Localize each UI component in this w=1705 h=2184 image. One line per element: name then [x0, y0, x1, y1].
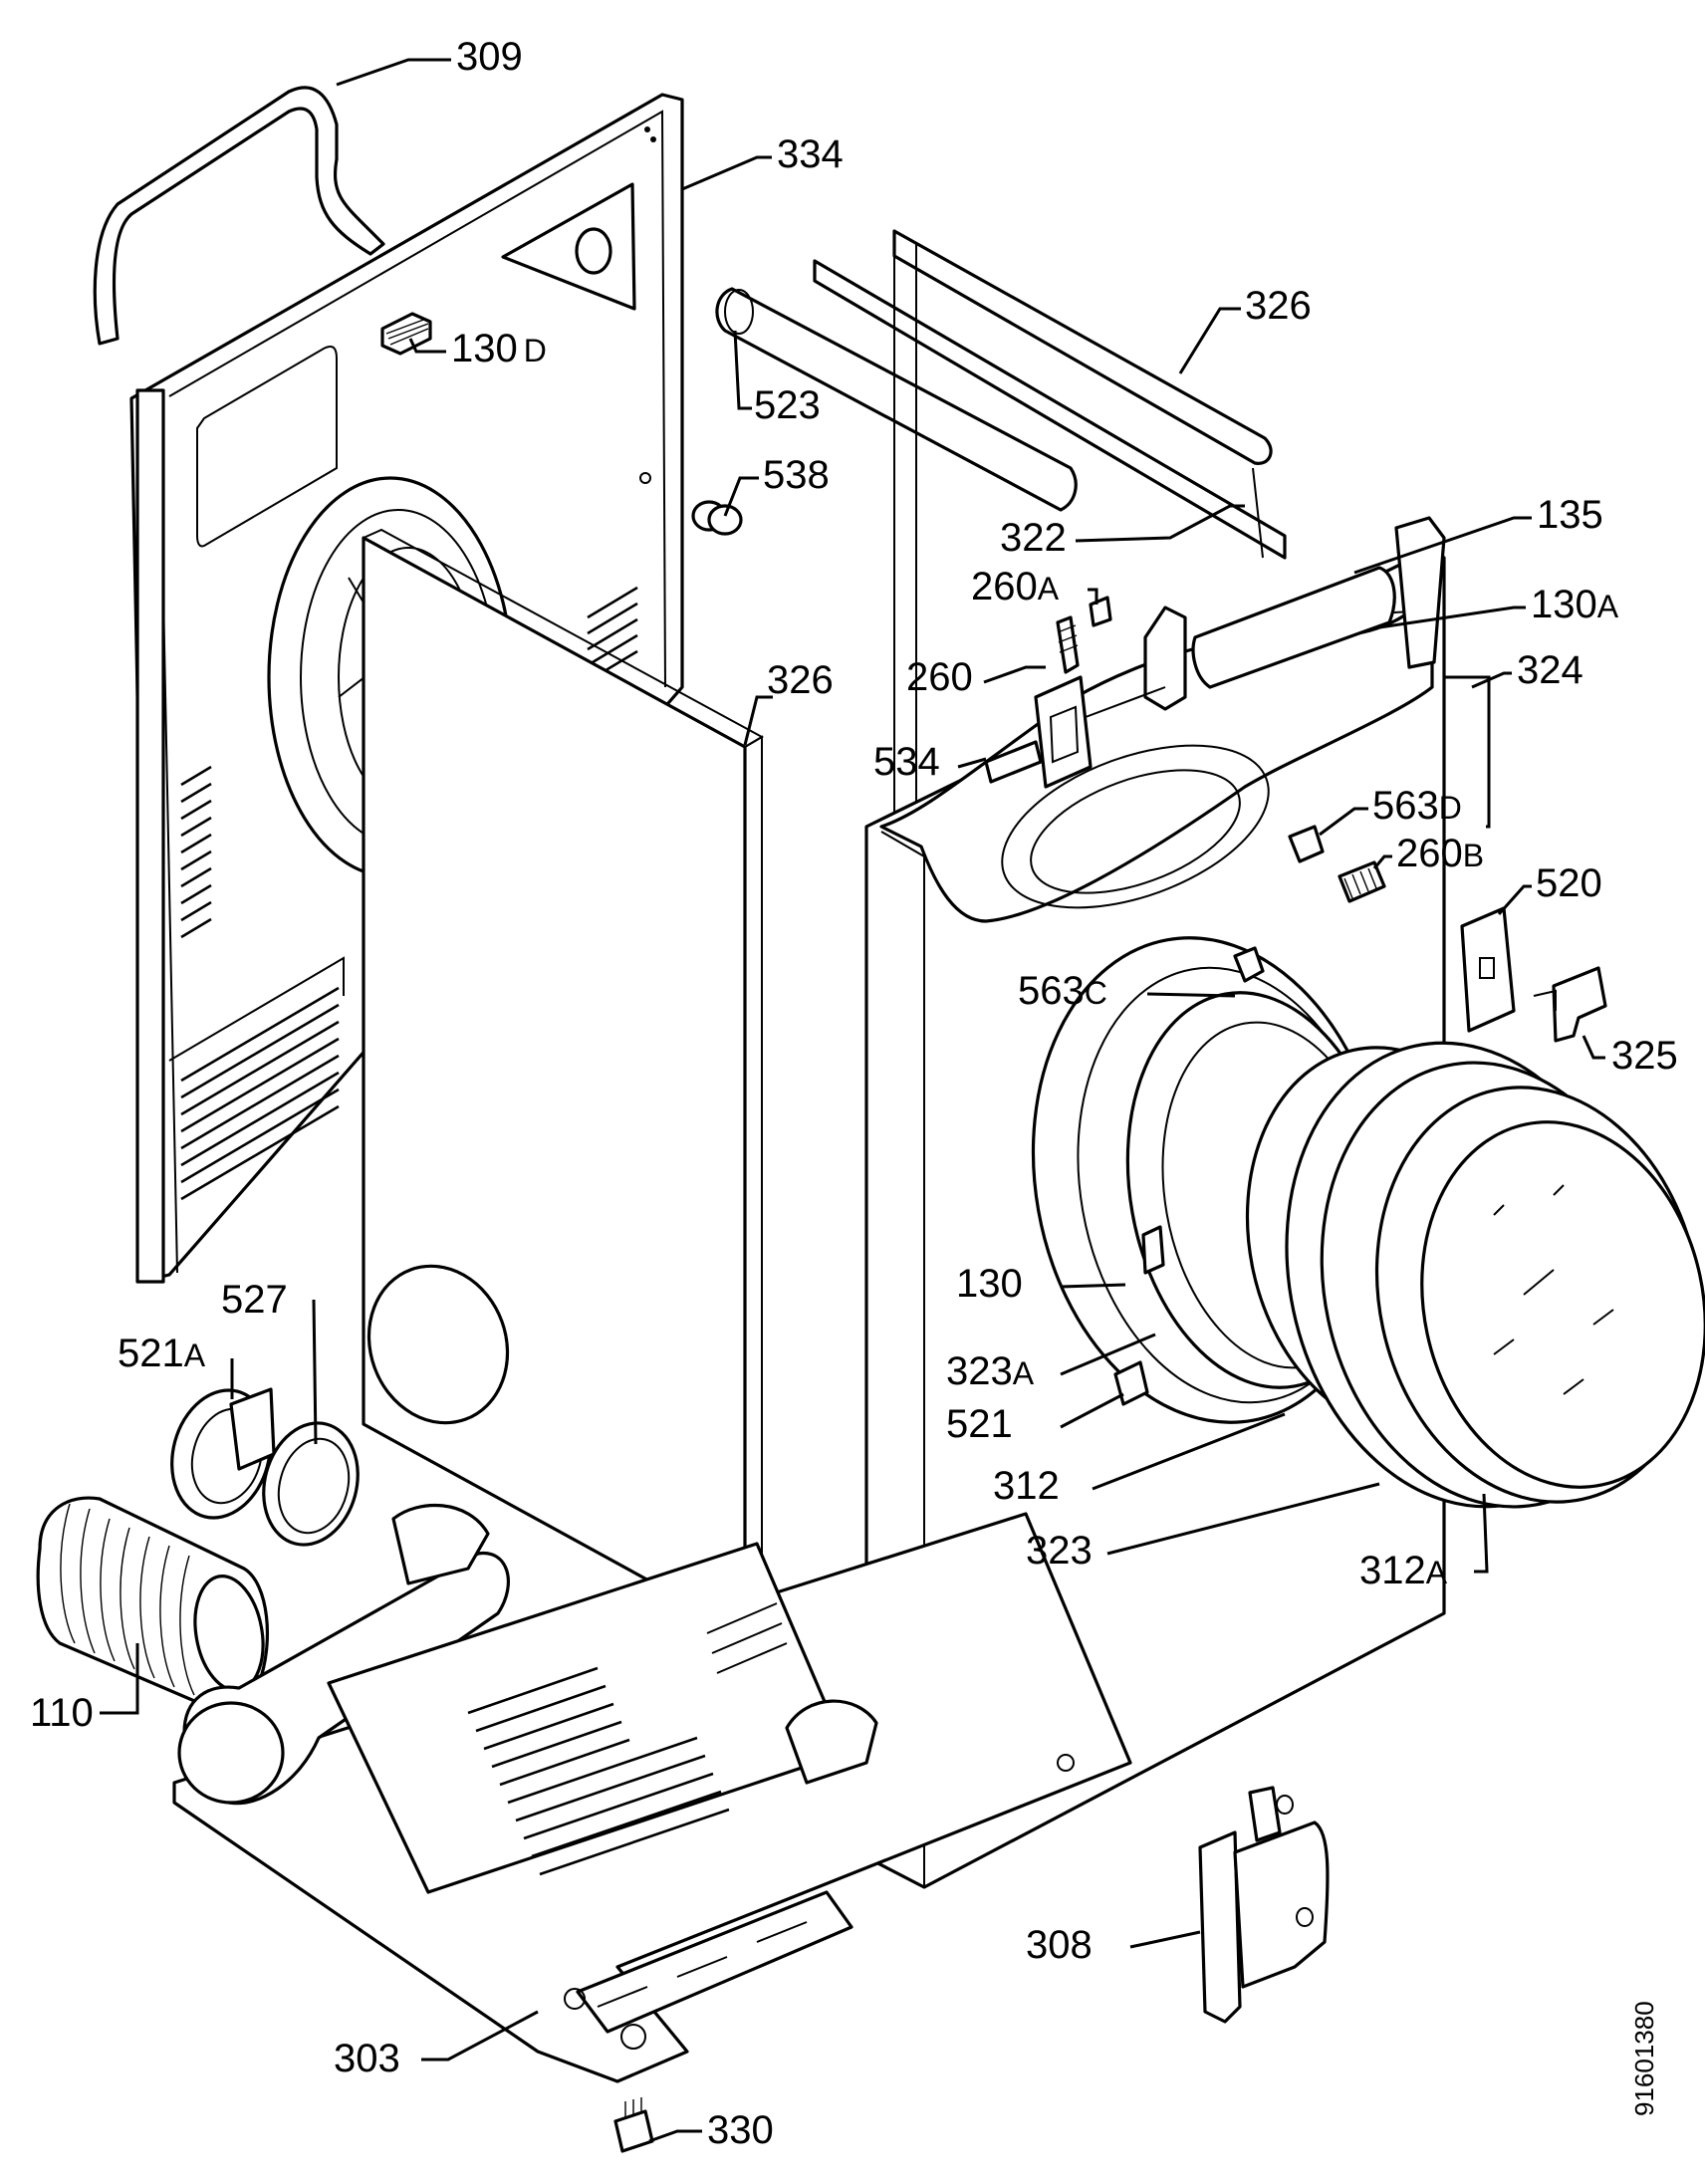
- callout-523: 523: [754, 383, 821, 427]
- callout-330: 330: [707, 2108, 774, 2152]
- part-303-base: [172, 1503, 1132, 2083]
- part-534-lock: [984, 596, 1187, 789]
- callout-309: 309: [456, 35, 523, 79]
- callout-110: 110: [30, 1691, 94, 1735]
- callout-312a: 312A: [1359, 1549, 1448, 1592]
- part-523-322-326-strips: [715, 229, 1287, 827]
- part-326-side-panel: [362, 528, 765, 1635]
- callout-260b: 260B: [1396, 832, 1484, 875]
- callout-521a: 521A: [118, 1332, 206, 1375]
- part-308-hinge: [1198, 1786, 1330, 2024]
- document-number: 91601380: [1629, 2001, 1659, 2116]
- callout-130a: 130A: [1531, 583, 1619, 626]
- part-door-assembly: [1031, 936, 1705, 1509]
- callout-563c: 563C: [1018, 969, 1107, 1013]
- callout-527: 527: [221, 1278, 288, 1322]
- part-563d-260b: [1288, 825, 1386, 903]
- callout-322: 322: [1000, 516, 1067, 560]
- callout-534: 534: [873, 740, 940, 784]
- callout-324: 324: [1517, 648, 1583, 692]
- leader-lines: [100, 58, 1605, 2143]
- part-330-screw: [613, 2097, 654, 2153]
- callout-521: 521: [946, 1402, 1013, 1446]
- callout-325: 325: [1611, 1034, 1678, 1078]
- callout-520: 520: [1536, 861, 1602, 905]
- callout-334: 334: [777, 132, 844, 176]
- callout-308: 308: [1026, 1923, 1093, 1967]
- callout-326-top: 326: [1245, 284, 1312, 328]
- part-521a-527-rings: [170, 1387, 360, 1547]
- callout-312: 312: [993, 1464, 1060, 1508]
- part-130d-block: [380, 312, 432, 356]
- callout-260a: 260A: [971, 565, 1060, 608]
- callout-260: 260: [906, 655, 973, 699]
- callout-323: 323: [1026, 1529, 1093, 1573]
- part-520-325: [1460, 906, 1607, 1043]
- callout-326-mid: 326: [767, 658, 834, 702]
- callout-323a: 323A: [946, 1349, 1035, 1393]
- callout-563d: 563D: [1372, 784, 1462, 828]
- callout-303: 303: [334, 2037, 400, 2080]
- callout-130: 130: [956, 1262, 1023, 1306]
- part-309-handle: [93, 86, 385, 346]
- part-110-hose: [36, 1496, 269, 1709]
- callout-135: 135: [1537, 493, 1603, 537]
- callout-538: 538: [763, 453, 830, 497]
- part-538-bushing: [691, 500, 743, 536]
